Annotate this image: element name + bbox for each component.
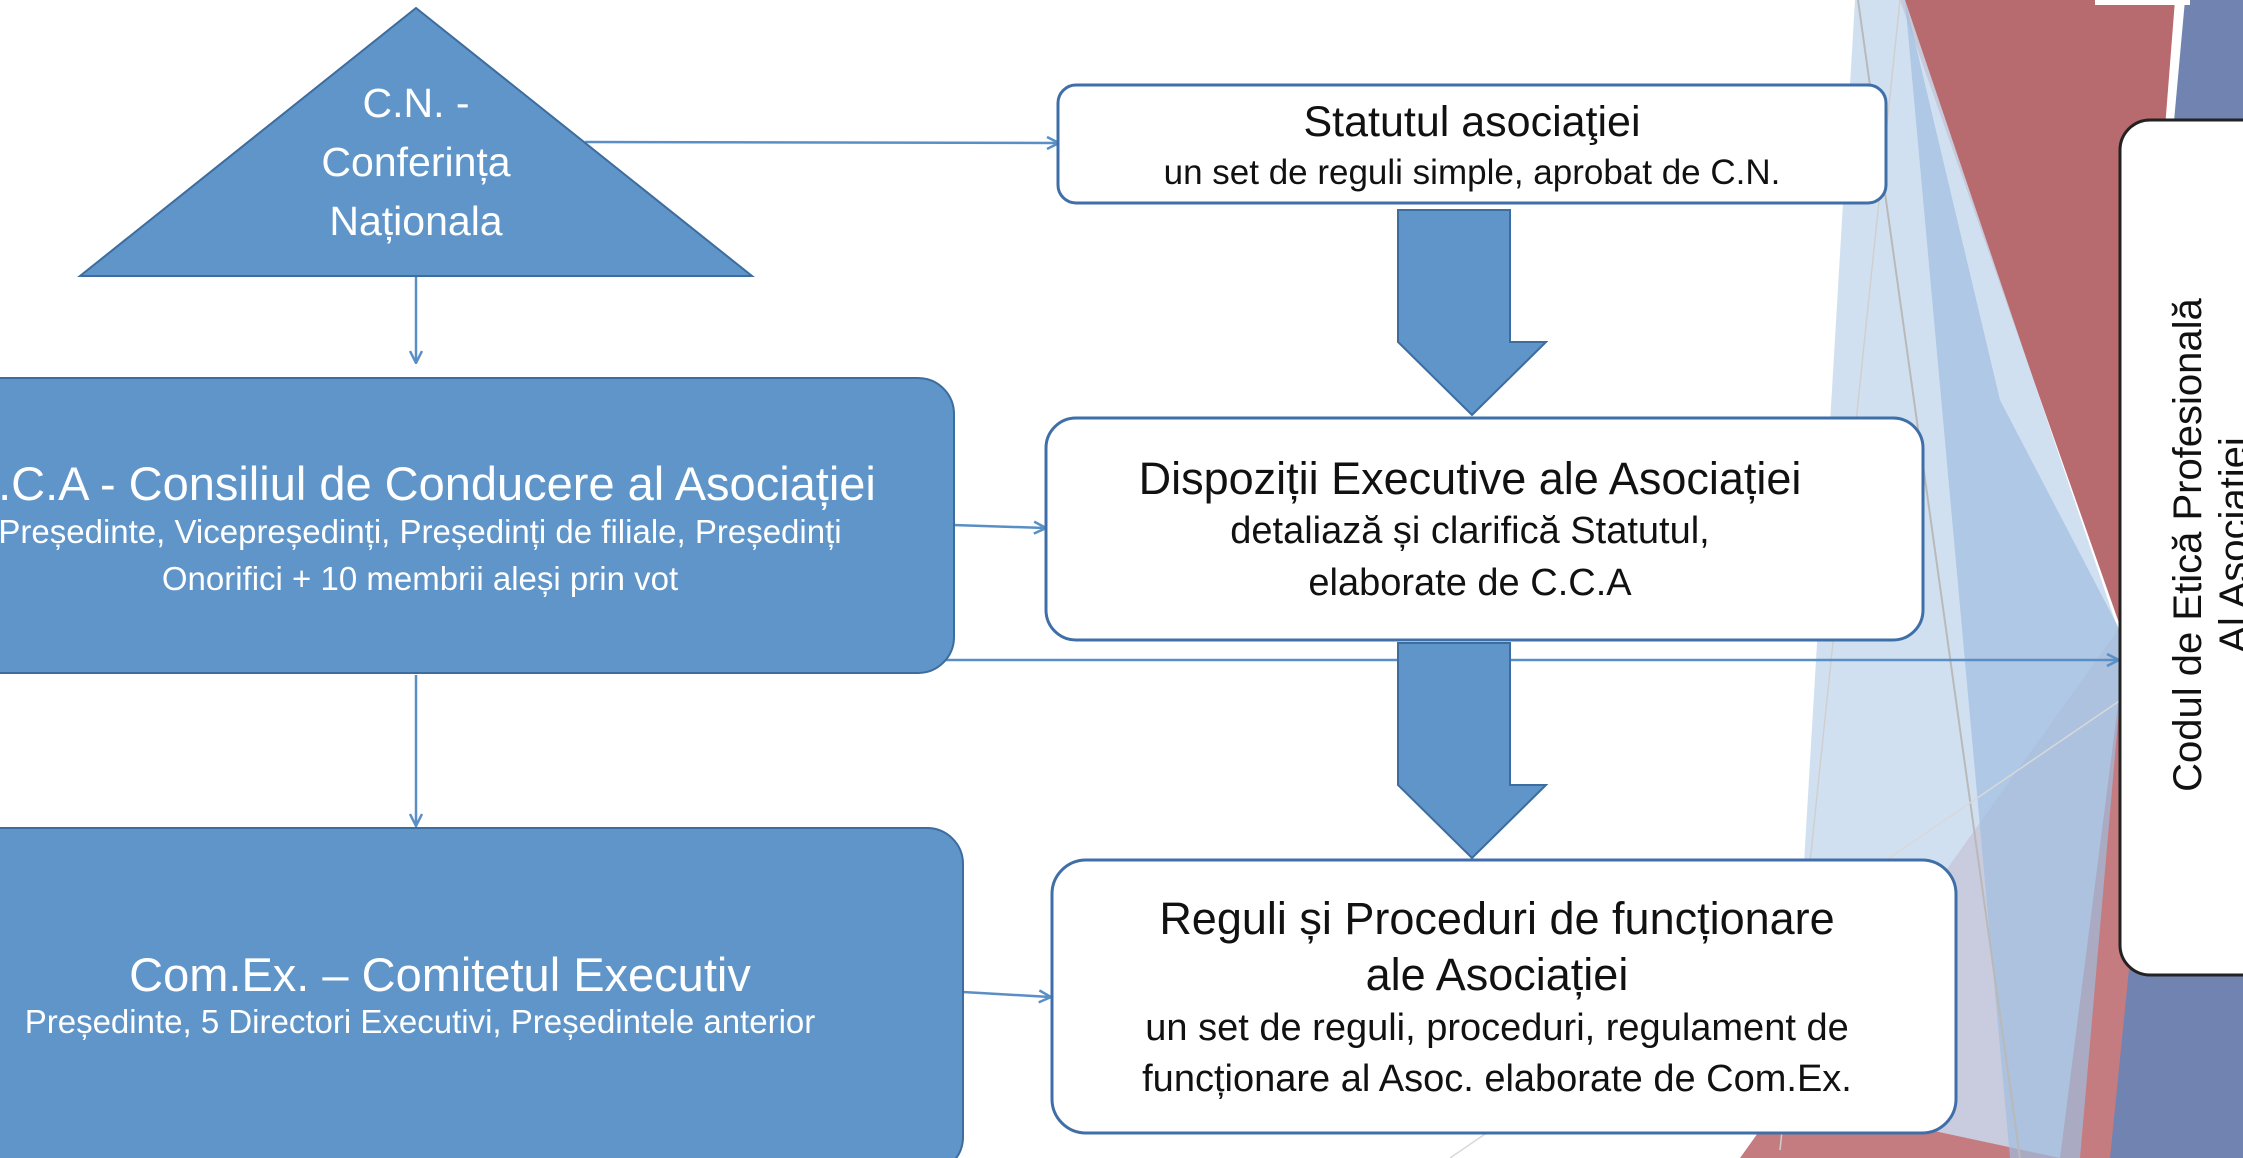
cod-label: Codul de Etică Profesională Al Asociație… xyxy=(2165,130,2243,960)
statut-subtitle: un set de reguli simple, aprobat de C.N. xyxy=(1163,153,1781,192)
arrow-comex-to-reguli xyxy=(962,992,1050,997)
statut-box[interactable] xyxy=(1056,83,1888,205)
block-arrow-dispozitii-to-reguli xyxy=(1397,642,1549,860)
reguli-title-2: ale Asociației xyxy=(1365,949,1629,1000)
cca-box[interactable] xyxy=(0,377,955,674)
comex-subtitle-1: Președinte, 5 Directori Executivi, Preșe… xyxy=(24,1003,816,1040)
cod-box[interactable] xyxy=(2118,118,2243,977)
deco-top-white-strip xyxy=(2095,0,2190,5)
reguli-title-1: Reguli și Proceduri de funcționare xyxy=(1159,893,1835,944)
dispozitii-subtitle-2: elaborate de C.C.A xyxy=(1308,562,1632,604)
comex-box[interactable] xyxy=(0,827,964,1158)
cca-subtitle-2: Onorifici + 10 membrii aleși prin vot xyxy=(161,560,679,597)
deco-mid-blue-panel xyxy=(1905,0,2125,1158)
dispozitii-box[interactable] xyxy=(1044,416,1925,642)
block-arrow-statut-to-dispozitii xyxy=(1397,209,1549,417)
dispozitii-subtitle-1: detaliază și clarifică Statutul, xyxy=(1230,510,1710,552)
cn-label: C.N. - Conferința Naționala xyxy=(286,74,546,251)
reguli-subtitle-2: funcționare al Asoc. elaborate de Com.Ex… xyxy=(1142,1058,1852,1100)
reguli-subtitle-1: un set de reguli, proceduri, regulament … xyxy=(1145,1007,1849,1049)
cn-line1: C.N. - xyxy=(362,80,470,126)
cn-line3: Naționala xyxy=(329,198,503,244)
cn-triangle[interactable] xyxy=(77,6,755,277)
reguli-box[interactable] xyxy=(1050,858,1958,1135)
arrow-cn-to-statut xyxy=(584,142,1058,143)
cod-line2: Al Asociației xyxy=(2212,437,2243,653)
dispozitii-title: Dispoziții Executive ale Asociației xyxy=(1138,453,1802,504)
cod-label-clip: Codul de Etică Profesională Al Asociație… xyxy=(2125,130,2243,960)
deco-red-panel-top xyxy=(1900,0,2175,640)
arrow-cca-to-dispozitii xyxy=(952,525,1045,528)
statut-title: Statutul asociaţiei xyxy=(1303,98,1641,146)
cca-subtitle-1: Președinte, Vicepreședinți, Președinți d… xyxy=(0,513,842,550)
cn-line2: Conferința xyxy=(321,139,511,185)
connectors xyxy=(416,142,2118,997)
comex-title: Com.Ex. – Comitetul Executiv xyxy=(129,948,751,1001)
cca-title: C.C.A - Consiliul de Conducere al Asocia… xyxy=(0,457,876,510)
cod-line1: Codul de Etică Profesională xyxy=(2166,298,2210,792)
